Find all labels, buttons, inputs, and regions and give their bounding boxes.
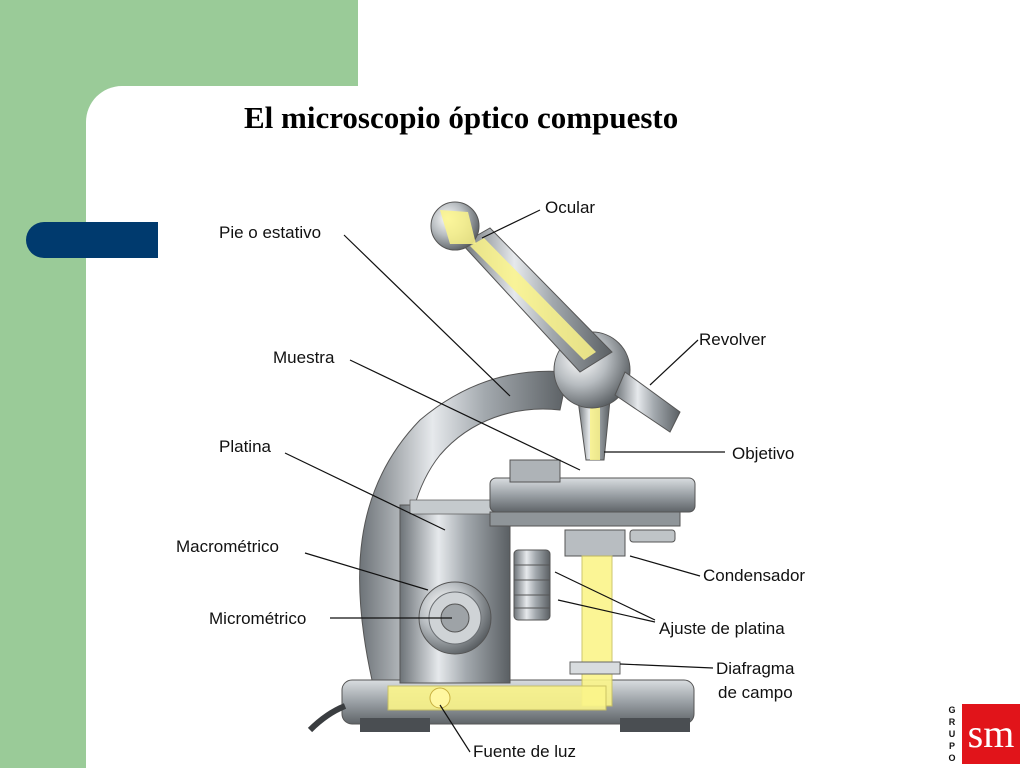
content-panel (86, 86, 1024, 768)
label-micrometrico: Micrométrico (209, 609, 306, 628)
stage (489, 459, 696, 543)
logo-letter: P (948, 741, 955, 751)
label-objetivo: Objetivo (732, 444, 794, 463)
label-pie-estativo: Pie o estativo (219, 223, 321, 242)
label-diafragma-line1: Diafragma (716, 659, 795, 678)
label-macrometrico: Macrométrico (176, 537, 279, 556)
eyepiece-tube (430, 201, 613, 373)
objective-lens (577, 399, 611, 461)
label-condensador: Condensador (703, 566, 805, 585)
sm-logo: sm (962, 704, 1020, 764)
label-platina: Platina (219, 437, 272, 456)
slide-title: El microscopio óptico compuesto (244, 100, 679, 135)
label-ajuste-platina: Ajuste de platina (659, 619, 785, 638)
label-ocular: Ocular (545, 198, 595, 217)
power-cable (307, 703, 347, 733)
logo-letter: O (948, 753, 956, 763)
label-revolver: Revolver (699, 330, 766, 349)
label-muestra: Muestra (273, 348, 335, 367)
logo-letter: R (948, 717, 956, 727)
label-diafragma-line2: de campo (718, 683, 793, 702)
label-fuente-luz: Fuente de luz (473, 742, 576, 761)
condenser (564, 529, 626, 557)
logo-letter: G (948, 705, 956, 715)
leader-lines (284, 209, 725, 753)
stage-adjust-knobs (513, 549, 551, 621)
navy-tab-decoration (26, 222, 158, 258)
light-path (387, 555, 621, 711)
logo-letter: U (948, 729, 956, 739)
